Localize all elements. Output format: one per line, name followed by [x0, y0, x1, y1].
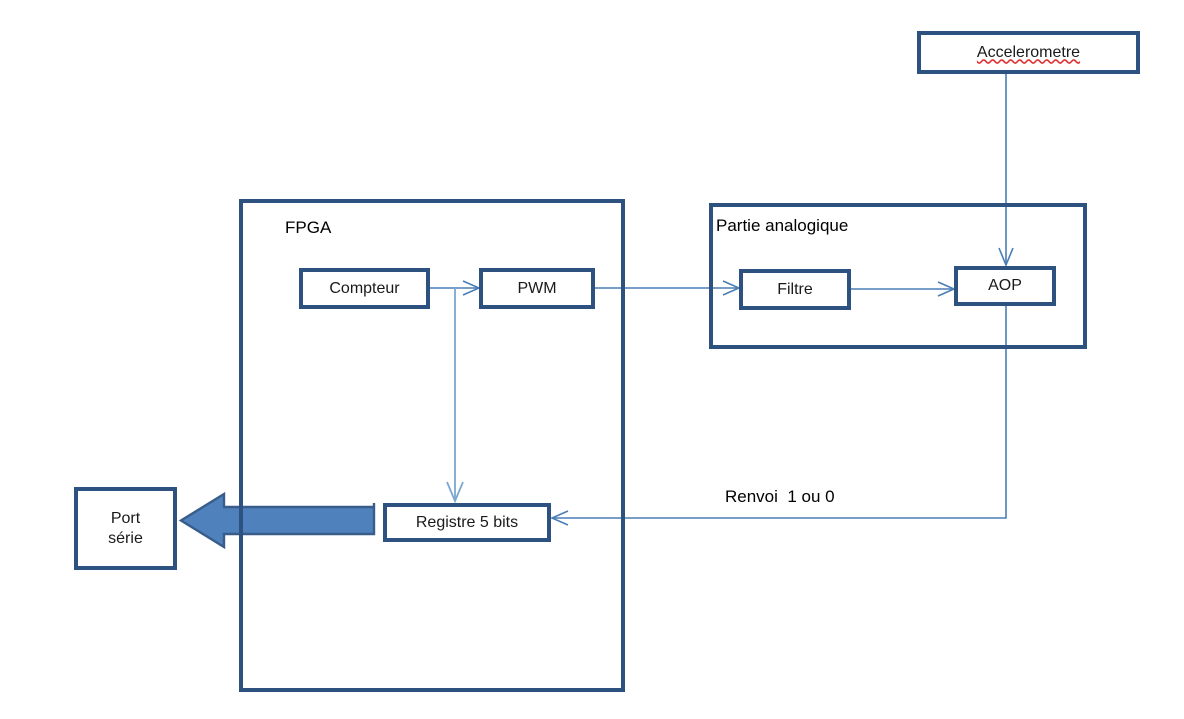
- node-label-registre-5-bits: Registre 5 bits: [415, 513, 519, 531]
- node-label-port-serie: Port série: [108, 509, 143, 547]
- node-filtre[interactable]: Filtre: [739, 269, 851, 310]
- node-pwm[interactable]: PWM: [479, 268, 595, 309]
- group-box-partie-analogique: [709, 203, 1087, 349]
- node-label-pwm: PWM: [517, 279, 557, 297]
- node-registre-5-bits[interactable]: Registre 5 bits: [383, 503, 551, 542]
- group-box-fpga: [239, 199, 625, 692]
- group-label-partie-analogique: Partie analogique: [716, 216, 849, 235]
- annotation-renvoi: Renvoi 1 ou 0: [725, 487, 835, 506]
- node-label-accelerometre: Accelerometre: [976, 43, 1081, 61]
- node-label-aop: AOP: [988, 277, 1022, 294]
- node-accelerometre[interactable]: Accelerometre: [917, 31, 1140, 74]
- group-label-fpga: FPGA: [285, 218, 332, 237]
- node-label-compteur: Compteur: [329, 279, 400, 297]
- node-label-filtre: Filtre: [777, 280, 813, 298]
- node-port-serie[interactable]: Port série: [74, 487, 177, 570]
- node-compteur[interactable]: Compteur: [299, 268, 430, 309]
- node-aop[interactable]: AOP: [954, 266, 1056, 306]
